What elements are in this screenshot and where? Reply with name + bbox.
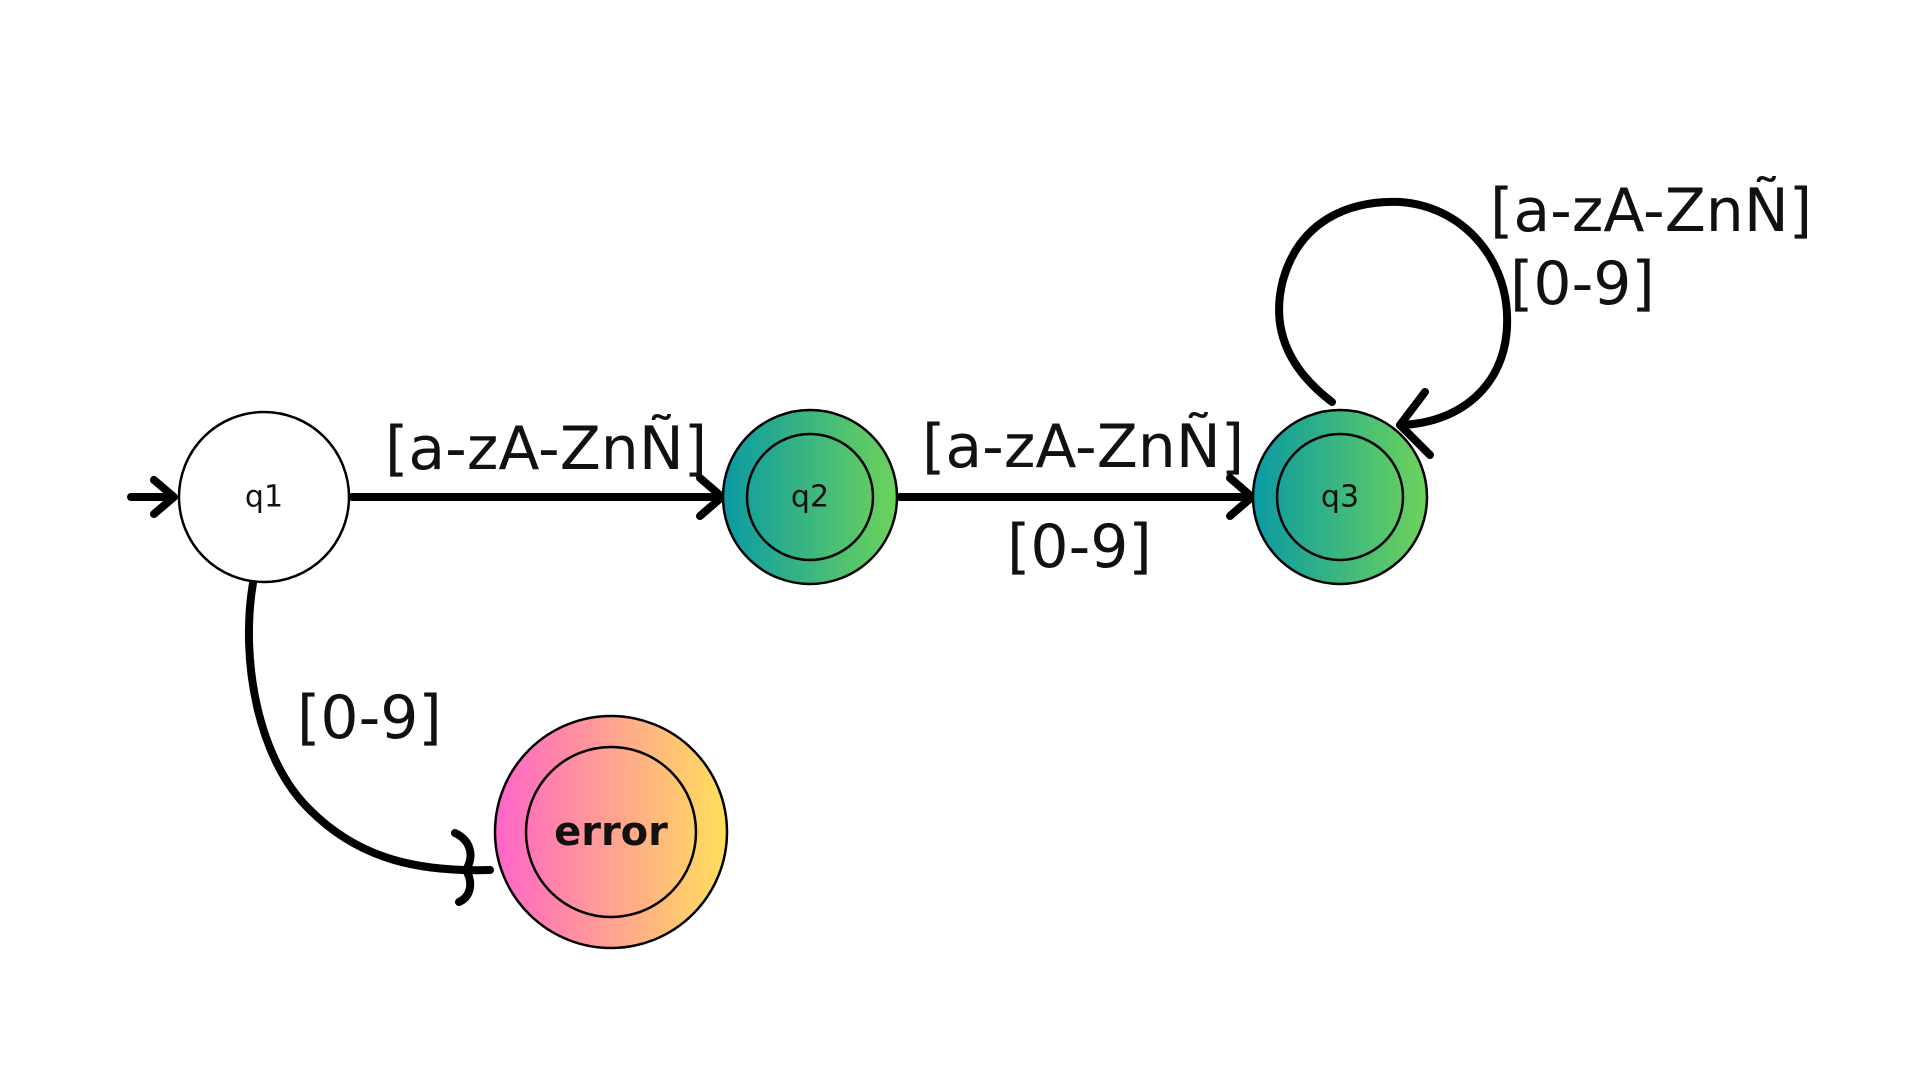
state-q3-label: q3 [1321,480,1359,515]
edge-q2-q3-label-top: [a-zA-ZnÑ] [922,411,1244,482]
state-q2: q2 [721,408,899,586]
edge-q3-loop [1275,197,1512,459]
state-error: error [493,714,729,950]
start-arrow [127,476,178,518]
edge-q2-q3-label-bottom: [0-9] [1007,512,1152,582]
edge-q3-loop-label-bottom: [0-9] [1510,249,1655,319]
state-q1-label: q1 [245,480,283,515]
edge-q1-q2-label: [a-zA-ZnÑ] [385,413,707,484]
state-q3: q3 [1251,408,1429,586]
state-q2-label: q2 [791,480,829,515]
state-q1: q1 [177,410,351,584]
edge-q1-error [244,579,494,906]
state-error-label: error [554,809,668,855]
edge-q3-loop-label-top: [a-zA-ZnÑ] [1490,175,1812,246]
edge-q1-error-label: [0-9] [297,683,442,753]
edge-q2-q3 [896,474,1256,520]
